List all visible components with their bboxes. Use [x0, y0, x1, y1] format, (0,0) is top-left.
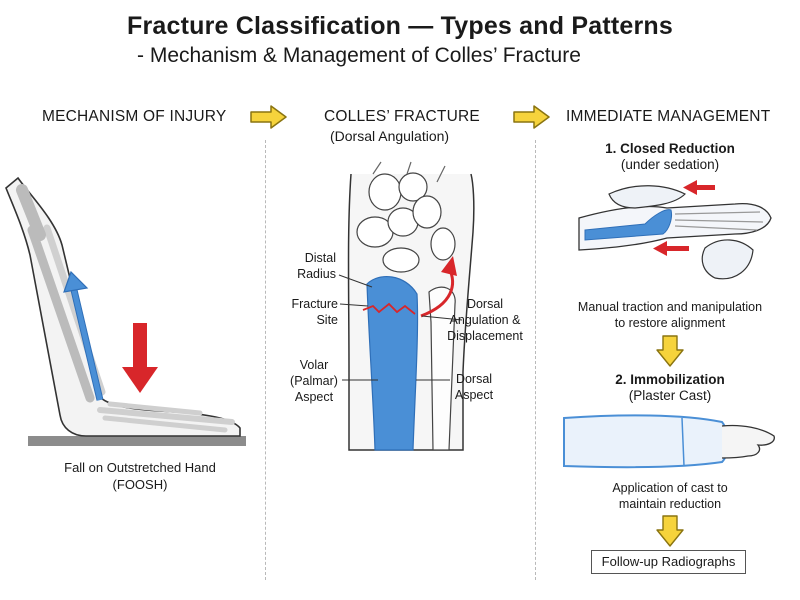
label-dorsal-angulation-2: Angulation &: [449, 313, 521, 327]
step1-subtitle: (under sedation): [620, 157, 720, 172]
column-divider: [535, 140, 536, 580]
step2-desc-2: maintain reduction: [618, 497, 722, 511]
flow-arrow-icon: [513, 105, 550, 129]
label-dorsal-aspect-1: Dorsal: [455, 372, 493, 386]
step1-desc-1: Manual traction and manipulation: [577, 300, 763, 314]
step1-desc-2: to restore alignment: [614, 316, 726, 330]
traction-arrow-icon: [683, 180, 697, 195]
impact-arrow-icon: [122, 367, 158, 393]
angulation-arrow-icon: [441, 256, 457, 276]
label-dorsal-angulation-1: Dorsal: [466, 297, 504, 311]
label-fracture-site-2: Site: [316, 313, 338, 327]
closed-reduction-illustration: [578, 180, 772, 280]
management-heading: IMMEDIATE MANAGEMENT: [566, 108, 771, 125]
label-dorsal-aspect-2: Aspect: [454, 388, 494, 402]
label-volar-2: (Palmar): [290, 374, 338, 388]
step2-desc-1: Application of cast to: [612, 481, 728, 495]
page-title: Fracture Classification — Types and Patt…: [127, 12, 673, 40]
label-fracture-site-1: Fracture: [291, 297, 338, 311]
label-dorsal-angulation-3: Displacement: [447, 329, 523, 343]
down-arrow-icon: [656, 335, 684, 367]
wrist-fracture-illustration: [347, 161, 475, 451]
step1-title: 1. Closed Reduction: [605, 141, 735, 156]
step2-subtitle: (Plaster Cast): [628, 388, 712, 403]
ground-surface: [28, 436, 246, 446]
arm-outline: [5, 176, 241, 437]
page-subtitle: - Mechanism & Management of Colles’ Frac…: [137, 44, 581, 67]
plaster-cast: [563, 414, 729, 469]
down-arrow-icon: [656, 515, 684, 547]
column-divider: [265, 140, 266, 580]
traction-arrow-icon: [653, 241, 667, 256]
mechanism-caption-1: Fall on Outstretched Hand: [64, 460, 216, 475]
label-distal-radius-1: Distal: [304, 251, 336, 265]
mechanism-caption-2: (FOOSH): [112, 477, 168, 492]
fracture-subheading: (Dorsal Angulation): [330, 128, 450, 144]
label-volar-3: Aspect: [294, 390, 334, 404]
fracture-heading: COLLES’ FRACTURE: [324, 108, 480, 125]
cast-illustration: [563, 414, 775, 469]
foosh-illustration: [5, 176, 246, 446]
radius-bone: [366, 276, 419, 451]
mechanism-heading: MECHANISM OF INJURY: [42, 108, 227, 125]
flow-arrow-icon: [250, 105, 287, 129]
followup-box: Follow-up Radiographs: [591, 550, 746, 574]
step2-title: 2. Immobilization: [615, 372, 725, 387]
label-distal-radius-2: Radius: [297, 267, 336, 281]
label-volar-1: Volar: [299, 358, 329, 372]
fracture-line: [362, 302, 416, 315]
